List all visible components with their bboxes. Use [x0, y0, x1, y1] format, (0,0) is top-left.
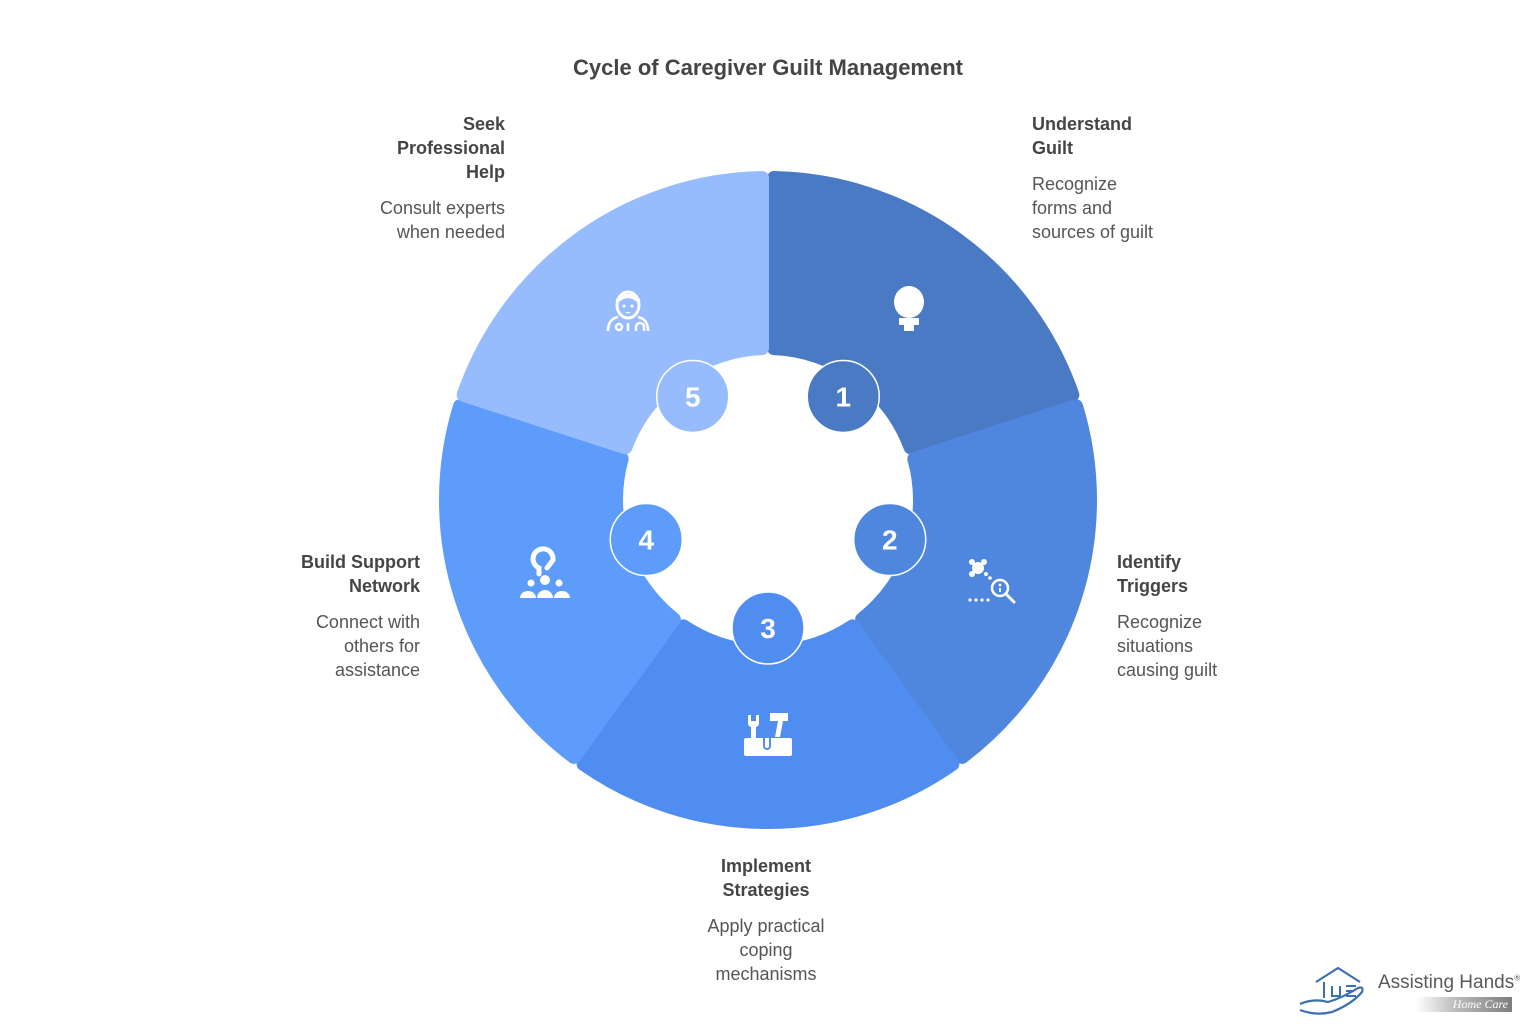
step-4-label: Build Support Network Connect with other… [200, 550, 420, 682]
toolbox-icon [744, 713, 792, 756]
step-3-title: Implement Strategies [720, 856, 812, 900]
step-5-description: Consult experts when needed [379, 198, 505, 242]
step-number: 1 [835, 381, 851, 412]
support-group-icon [520, 546, 570, 598]
step-number: 2 [882, 525, 898, 556]
diagram-title: Cycle of Caregiver Guilt Management [573, 55, 963, 80]
step-number: 5 [685, 381, 701, 412]
step-5-title: Seek Professional Help [396, 114, 505, 182]
badge-circle [806, 359, 880, 434]
step-1-label: Understand Guilt Recognize forms and sou… [1032, 112, 1252, 244]
step-4-description: Connect with others for assistance [315, 612, 420, 680]
hand-house-icon [1299, 966, 1364, 1015]
step-1-title: Understand Guilt [1032, 114, 1133, 158]
badge-circle [609, 502, 684, 577]
step-4-badge: 4 [609, 502, 684, 577]
brand-logo: Assisting Hands® Home Care [1296, 964, 1526, 1016]
step-2-description: Recognize situations causing guilt [1117, 612, 1218, 680]
step-2-badge: 2 [852, 502, 927, 577]
brand-tagline: Home Care [1416, 997, 1512, 1012]
doctor-icon [606, 290, 650, 332]
step-3-description: Apply practical coping mechanisms [707, 916, 825, 984]
step-4-title: Build Support Network [301, 552, 420, 596]
step-5-label: Seek Professional Help Consult experts w… [285, 112, 505, 244]
step-number: 3 [760, 613, 776, 644]
brand-name: Assisting Hands® [1378, 972, 1521, 993]
step-2-title: Identify Triggers [1117, 552, 1189, 596]
step-number: 4 [638, 525, 654, 556]
badge-circle [852, 502, 927, 577]
step-2-label: Identify Triggers Recognize situations c… [1117, 550, 1337, 682]
lightbulb-icon [894, 286, 924, 331]
badge-circle [731, 591, 805, 665]
step-3-label: Implement Strategies Apply practical cop… [656, 854, 876, 986]
step-3-badge: 3 [731, 591, 805, 665]
trigger-search-icon [968, 559, 1016, 604]
step-5-badge: 5 [656, 359, 730, 434]
badge-circle [656, 359, 730, 434]
step-1-description: Recognize forms and sources of guilt [1032, 174, 1154, 242]
step-1-badge: 1 [806, 359, 880, 434]
